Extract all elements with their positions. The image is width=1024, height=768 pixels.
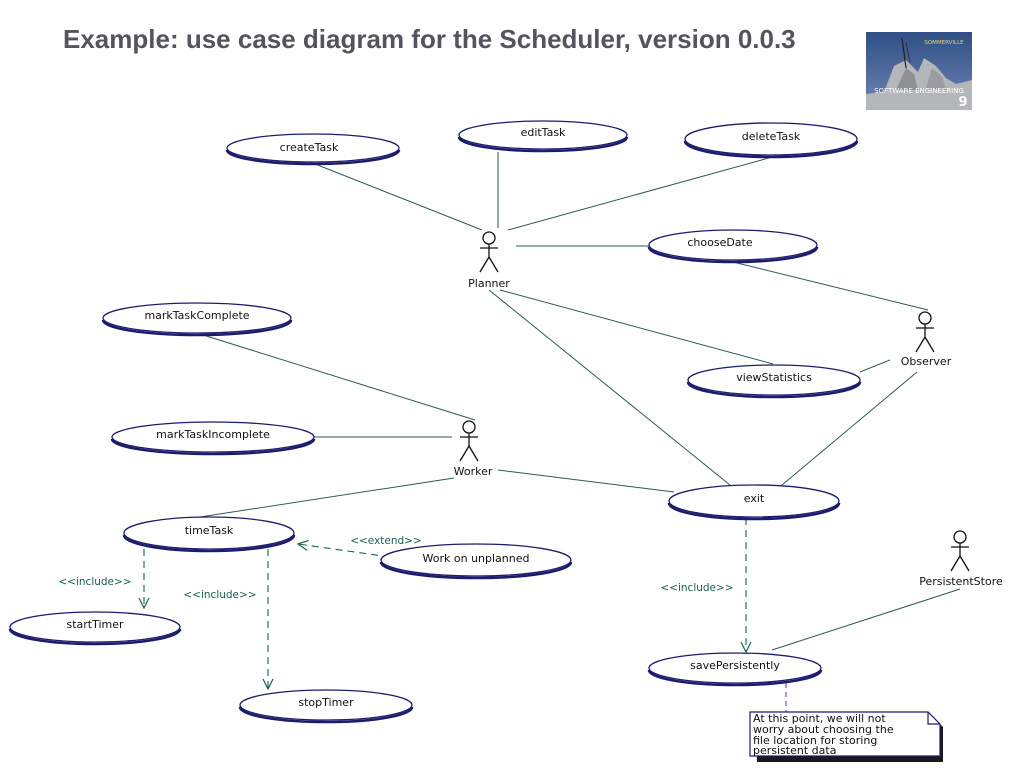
use-case-stop-timer-label: stopTimer	[298, 696, 354, 709]
stick-figure-icon	[950, 530, 970, 572]
use-case-mark-task-complete[interactable]: markTaskComplete	[101, 302, 293, 337]
use-case-view-statistics[interactable]: viewStatistics	[686, 364, 862, 399]
note-line-3: file location for storing	[753, 734, 877, 747]
dependency-lines	[144, 518, 746, 689]
note-line-4: persistent data	[753, 744, 836, 757]
use-case-start-timer-label: startTimer	[66, 618, 124, 631]
use-case-mark-task-incomplete[interactable]: markTaskIncomplete	[110, 421, 316, 456]
actor-persistent-store[interactable]: PersistentStore	[919, 530, 1003, 588]
use-case-mark-task-incomplete-label: markTaskIncomplete	[156, 428, 270, 441]
use-case-view-statistics-label: viewStatistics	[736, 371, 812, 384]
use-case-exit[interactable]: exit	[667, 484, 841, 521]
include-save-stereotype: <<include>>	[660, 582, 733, 594]
cover-subtitle: SOFTWARE ENGINEERING	[874, 87, 964, 95]
association-lines	[199, 152, 961, 651]
book-cover-image: SOMMERVILLE SOFTWARE ENGINEERING 9	[866, 32, 972, 110]
use-case-save-persistently-label: savePersistently	[690, 659, 780, 672]
use-case-delete-task[interactable]: deleteTask	[683, 122, 859, 159]
actor-worker-label: Worker	[454, 465, 493, 478]
stick-figure-icon	[915, 311, 935, 353]
use-case-choose-date[interactable]: chooseDate	[647, 229, 819, 264]
use-case-time-task-label: timeTask	[185, 524, 234, 537]
actor-persistent-store-label: PersistentStore	[919, 575, 1003, 588]
include-stop-timer-stereotype: <<include>>	[183, 589, 256, 601]
actor-observer[interactable]: Observer	[901, 311, 952, 368]
use-case-edit-task[interactable]: editTask	[457, 120, 629, 153]
actor-planner[interactable]: Planner	[468, 231, 510, 290]
use-case-delete-task-label: deleteTask	[742, 130, 801, 143]
actor-planner-label: Planner	[468, 277, 510, 290]
actor-observer-label: Observer	[901, 355, 952, 368]
use-case-mark-task-complete-label: markTaskComplete	[144, 309, 249, 322]
use-case-edit-task-label: editTask	[521, 126, 566, 139]
use-case-time-task[interactable]: timeTask	[122, 516, 296, 553]
stick-figure-icon	[459, 420, 479, 462]
use-case-start-timer[interactable]: startTimer	[8, 611, 182, 646]
use-case-save-persistently[interactable]: savePersistently	[647, 652, 823, 687]
note: At this point, we will not worry about c…	[749, 711, 943, 762]
include-start-timer-stereotype: <<include>>	[58, 576, 131, 588]
use-case-stop-timer[interactable]: stopTimer	[238, 689, 414, 724]
note-line-1: At this point, we will not	[753, 712, 886, 725]
use-case-create-task-label: createTask	[280, 141, 339, 154]
note-line-2: worry about choosing the	[753, 723, 894, 736]
slide-title: Example: use case diagram for the Schedu…	[63, 24, 796, 54]
use-case-work-on-unplanned[interactable]: Work on unplanned	[379, 543, 573, 580]
use-case-create-task[interactable]: createTask	[225, 133, 401, 166]
cover-top-text: SOMMERVILLE	[924, 40, 964, 46]
stick-figure-icon	[479, 231, 499, 273]
use-case-work-on-unplanned-label: Work on unplanned	[423, 552, 530, 565]
use-case-exit-label: exit	[744, 492, 765, 505]
use-case-choose-date-label: chooseDate	[687, 236, 753, 249]
actor-worker[interactable]: Worker	[454, 420, 493, 478]
extend-stereotype: <<extend>>	[350, 535, 422, 547]
cover-edition: 9	[958, 95, 967, 110]
